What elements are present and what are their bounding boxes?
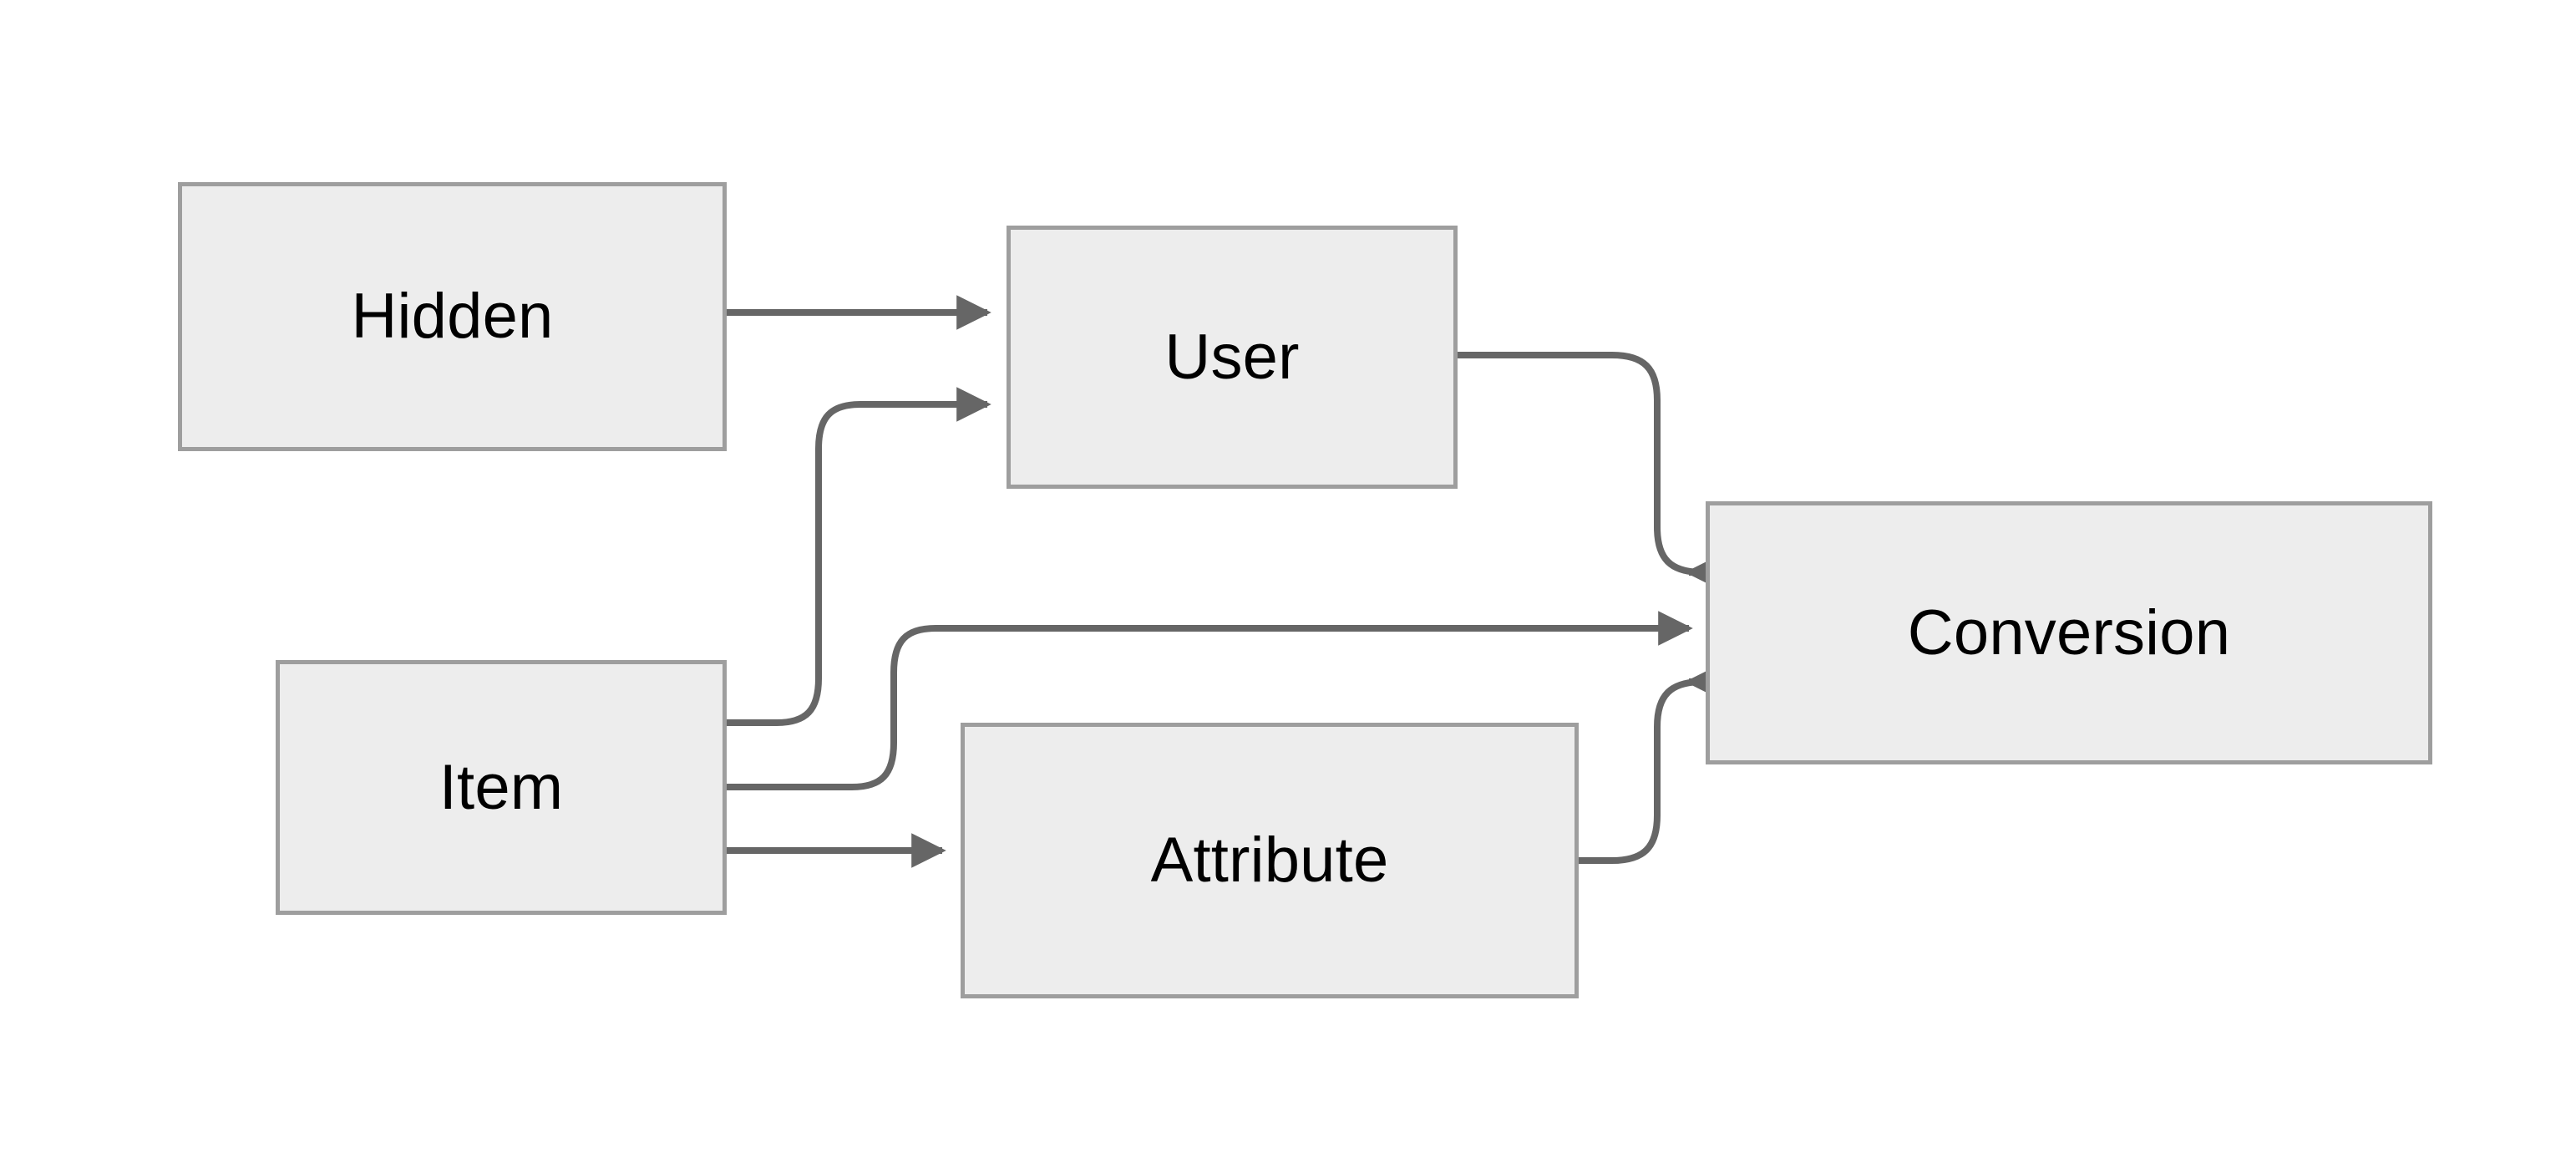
node-hidden-label: Hidden (351, 281, 554, 352)
edge-item-to-user (727, 387, 991, 726)
node-conversion[interactable]: Conversion (1706, 501, 2432, 764)
node-user-label: User (1164, 321, 1300, 393)
node-hidden[interactable]: Hidden (178, 182, 727, 451)
node-attribute-label: Attribute (1150, 825, 1389, 896)
edge-user-to-conversion (1458, 352, 1720, 590)
node-conversion-label: Conversion (1907, 597, 2231, 668)
node-item-label: Item (439, 751, 564, 823)
node-item[interactable]: Item (276, 660, 727, 915)
node-user[interactable]: User (1007, 226, 1458, 489)
edge-attribute-to-conversion (1579, 664, 1720, 864)
node-attribute[interactable]: Attribute (961, 723, 1579, 998)
edge-item-to-conversion (727, 611, 1693, 790)
